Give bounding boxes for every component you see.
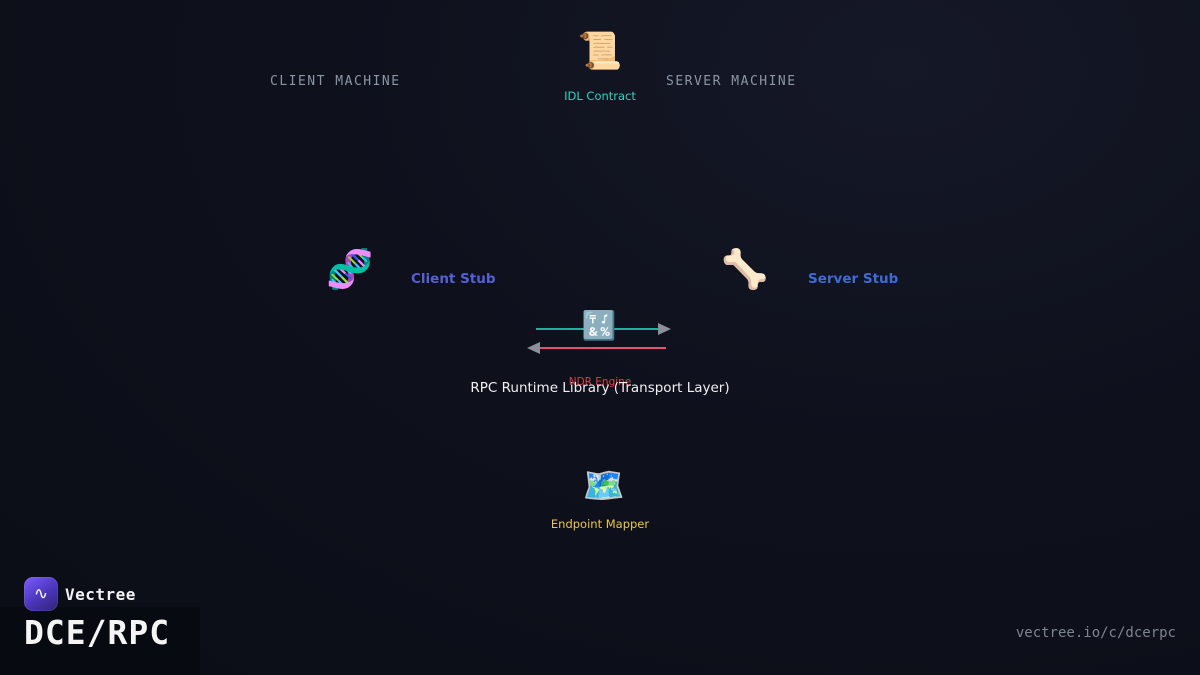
brand-name: Vectree [65,585,136,604]
scroll-icon: 📜 [577,31,623,72]
ndr-engine-label[interactable]: NDR Engine [568,376,632,388]
endpoint-mapper-label[interactable]: Endpoint Mapper [550,517,650,531]
title-backdrop-panel [0,607,200,675]
idl-contract-label[interactable]: IDL Contract [564,89,636,103]
dna-icon: 🧬 [326,247,374,291]
server-stub-label[interactable]: Server Stub [808,271,899,287]
bone-icon: 🦴 [721,247,769,291]
client-stub-label[interactable]: Client Stub [411,271,496,287]
waveform-icon: ∿ [33,584,49,604]
response-arrow-line [540,347,666,349]
client-machine-label: CLIENT MACHINE [270,74,401,89]
world-map-icon: 🗺️ [582,466,626,506]
rpc-runtime-label: RPC Runtime Library (Transport Layer) [470,380,730,396]
footer-url: vectree.io/c/dcerpc [1015,625,1176,641]
request-arrow-line [536,328,660,330]
request-arrow-head [658,323,671,335]
response-arrow-head [527,342,540,354]
server-machine-label: SERVER MACHINE [666,74,797,89]
input-symbols-icon: 🔣 [581,309,617,342]
vectree-logo: ∿ [24,577,58,611]
page-title: DCE/RPC [24,613,171,652]
